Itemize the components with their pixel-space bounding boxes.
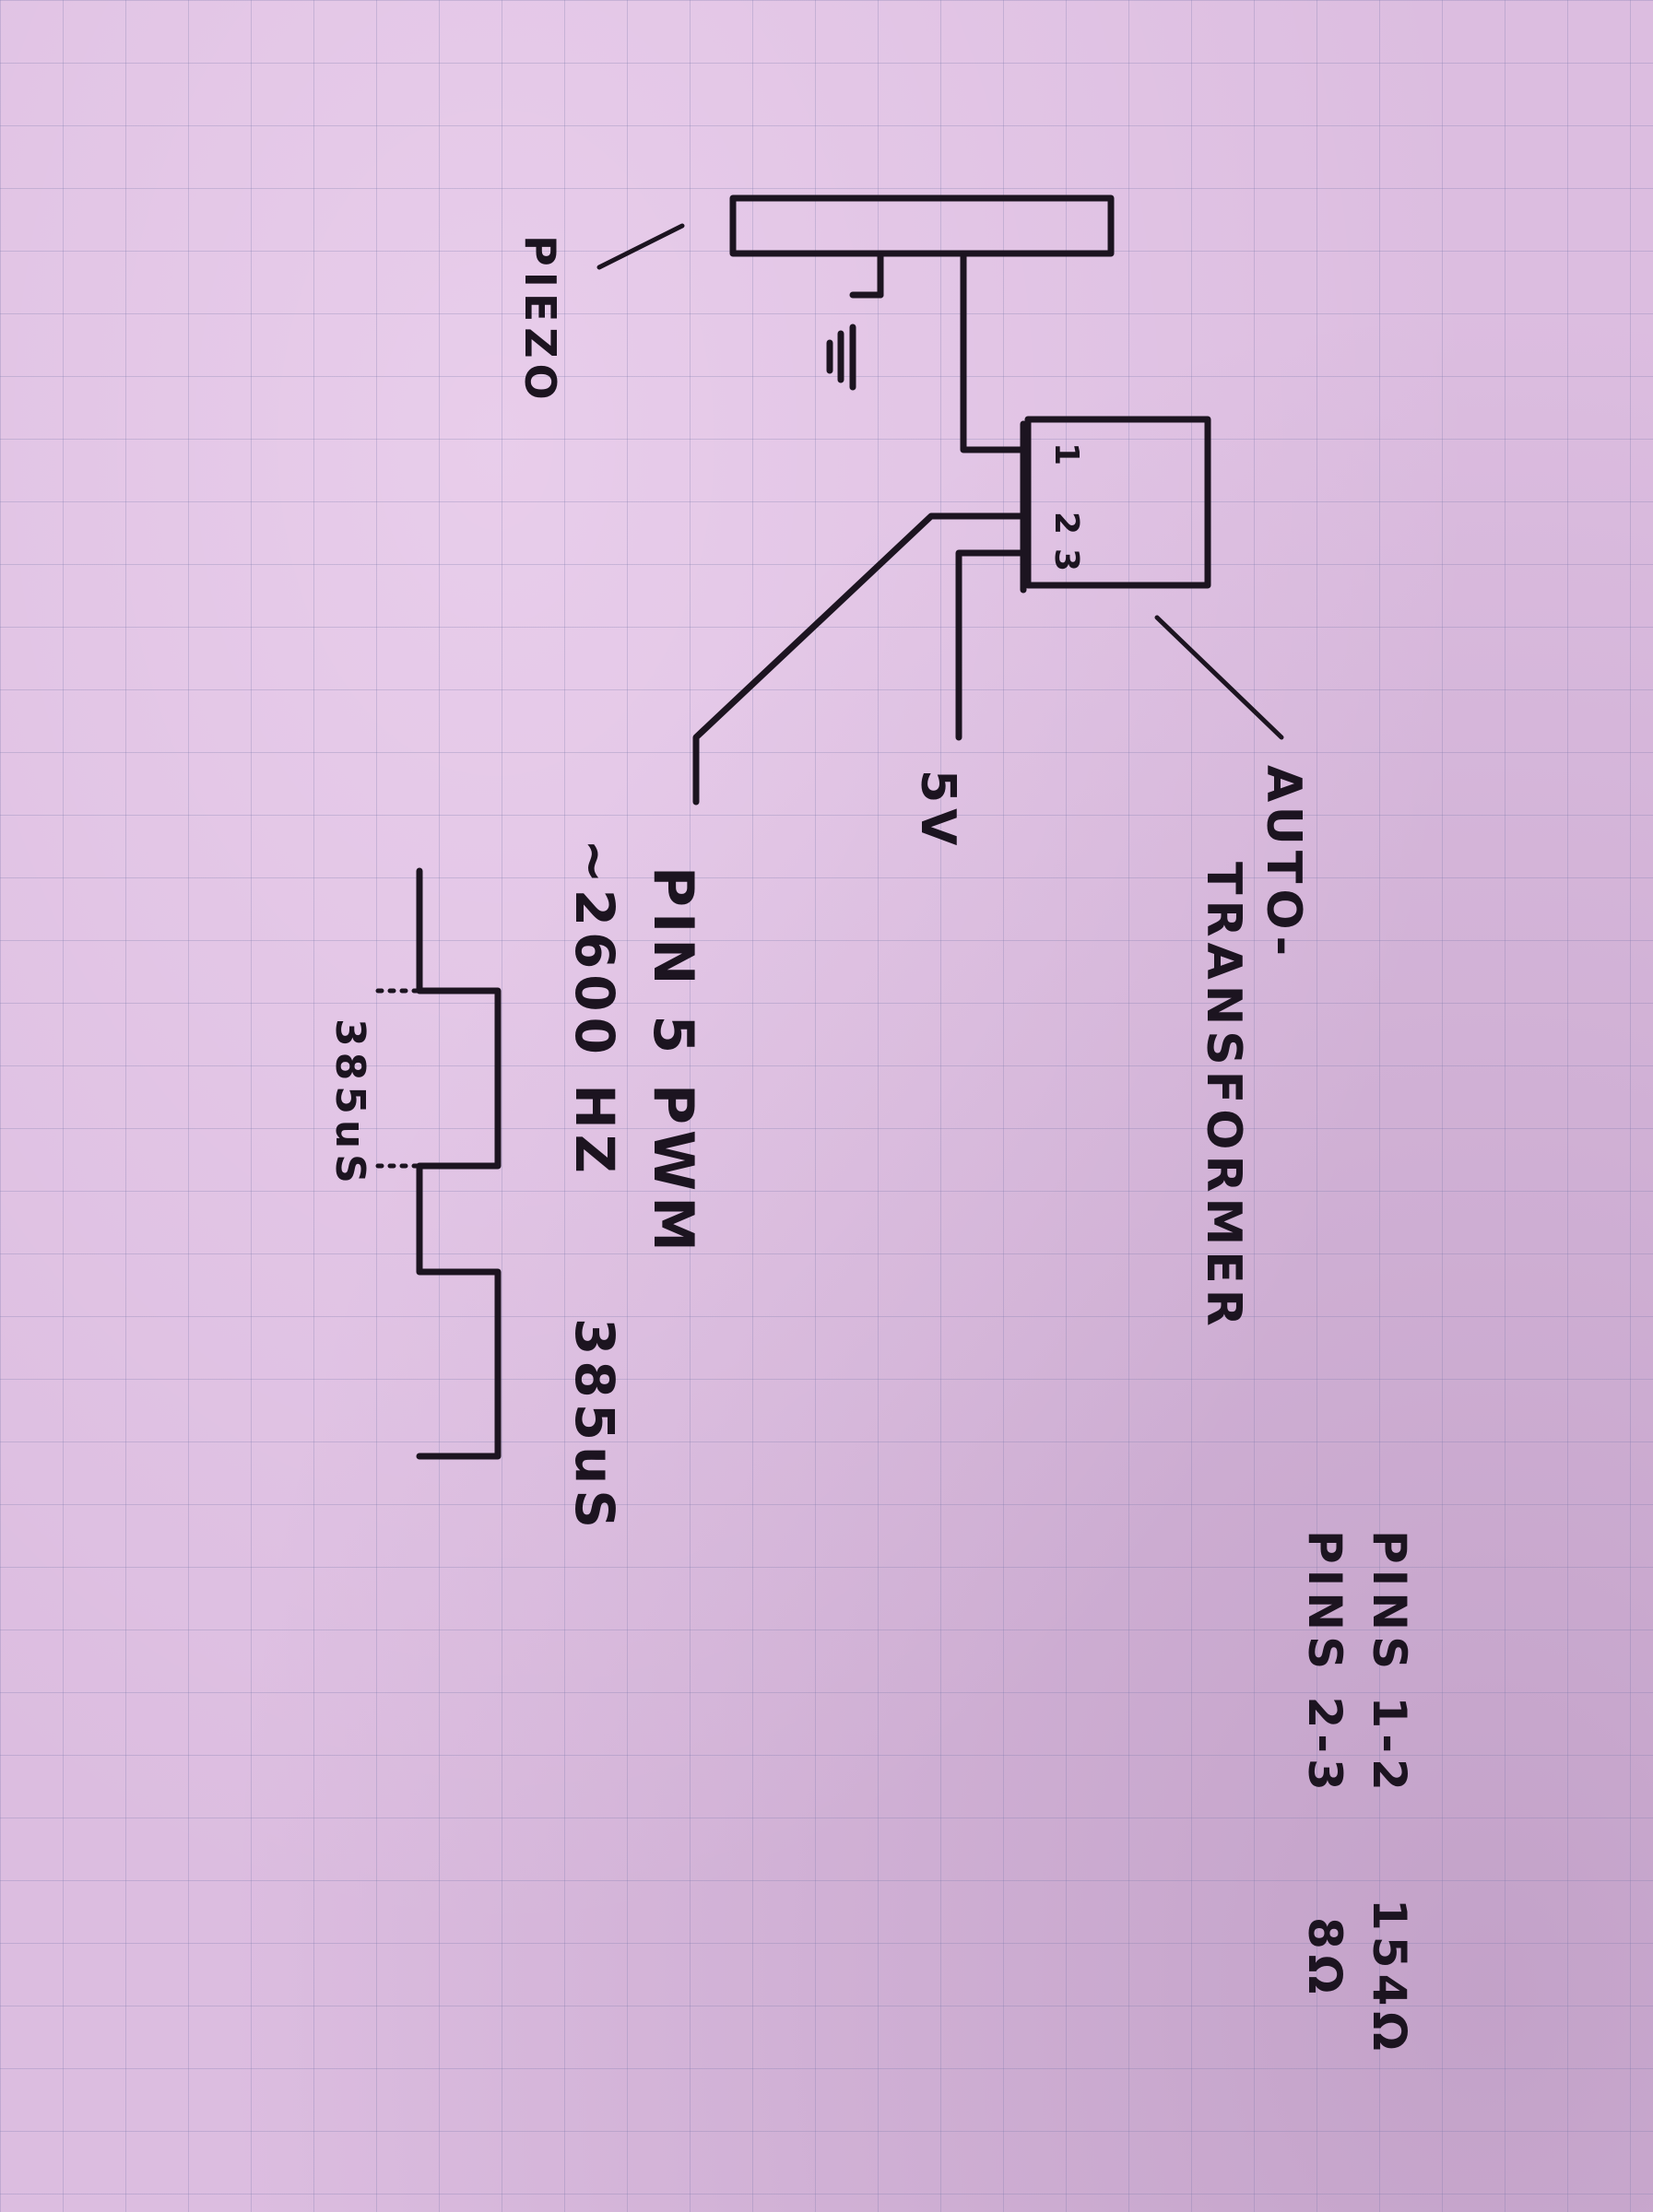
wire-pin3-to-5v: [955, 549, 1027, 741]
autotransformer-label-1: AUTO-: [1256, 765, 1311, 961]
transformer-pin-3: 3: [1047, 548, 1085, 577]
transformer-pin-1: 1: [1047, 442, 1085, 471]
pwm-frequency-label: ~2600 HZ: [563, 839, 626, 1179]
autotransformer: [1020, 416, 1211, 594]
table-row-1-pins: PINS 1-2: [1363, 1530, 1416, 1796]
pwm-pin-label: PIN 5 PWM: [641, 866, 705, 1257]
piezo-label: PIEZO: [515, 235, 565, 406]
square-wave: [375, 867, 502, 1460]
table-row-2-value: 8Ω: [1298, 1917, 1352, 1999]
table-row-1-value: 154Ω: [1363, 1899, 1416, 2056]
wire-piezo-to-pin1: [960, 250, 1027, 453]
waveform-period-label: 385uS: [326, 1018, 373, 1189]
piezo-element: [596, 194, 1115, 270]
table-row-2-pins: PINS 2-3: [1298, 1530, 1352, 1796]
autotransformer-leader: [1154, 615, 1284, 740]
ground-icon: [826, 250, 884, 391]
wire-pin2-to-pwm: [692, 512, 1027, 806]
transformer-pin-2: 2: [1047, 512, 1085, 540]
supply-label: 5V: [910, 770, 965, 851]
autotransformer-label-2: TRANSFORMER: [1196, 862, 1251, 1332]
pwm-period-label: 385uS: [563, 1318, 626, 1534]
